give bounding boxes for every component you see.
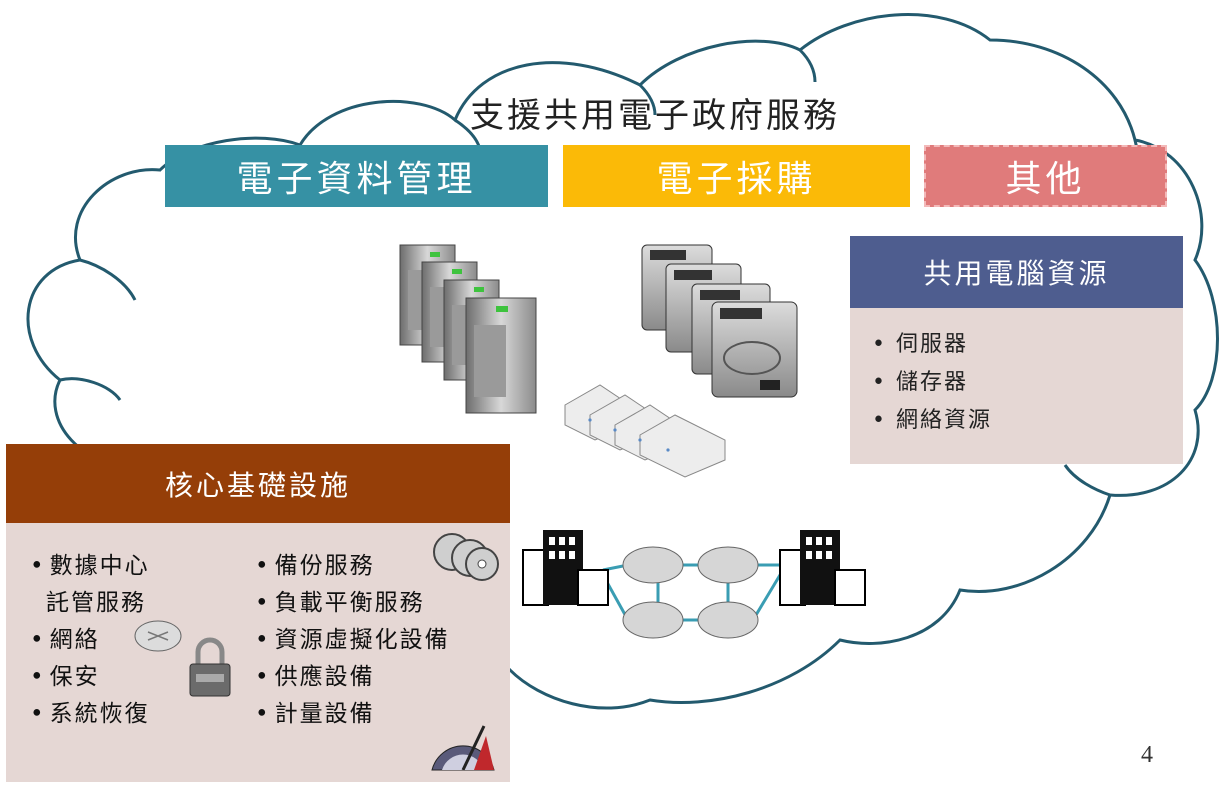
category-other: 其他: [924, 145, 1167, 207]
list-item: 保安: [30, 659, 150, 696]
core-left-list: 數據中心 託管服務 網絡 保安 系統恢復: [30, 548, 150, 733]
list-item: 備份服務: [255, 548, 450, 585]
speedometer-icon: [431, 725, 495, 771]
hard-drive-icon: [641, 244, 798, 398]
server-unit-4: [465, 297, 537, 414]
network-switch-icon: [564, 384, 726, 478]
router-unit-3: [622, 601, 684, 639]
shared-resources-list: • 伺服器 • 儲存器 • 網絡資源: [872, 326, 992, 440]
office-building-icon: [522, 530, 609, 606]
list-item: • 儲存器: [872, 370, 968, 395]
padlock-icon: [189, 637, 231, 697]
list-item: 數據中心: [30, 548, 150, 585]
router-unit-4: [697, 601, 759, 639]
list-item: 計量設備: [255, 696, 450, 733]
network-topology-diagram: [522, 530, 866, 639]
switch-unit-4: [639, 414, 726, 478]
hard-drive-unit-4: [711, 301, 798, 398]
list-item: 託管服務: [46, 590, 146, 616]
list-item: 負載平衡服務: [255, 585, 450, 622]
page-number: 4: [1141, 742, 1153, 768]
office-building-icon: [779, 530, 866, 606]
list-item: 供應設備: [255, 659, 450, 696]
server-rack-icon: [399, 244, 537, 414]
shared-resources-title: 共用電腦資源: [850, 236, 1183, 308]
list-item: 資源虛擬化設備: [255, 622, 450, 659]
disc-icon: [433, 533, 499, 581]
router-icon: [134, 620, 182, 652]
core-infrastructure-title: 核心基礎設施: [6, 444, 510, 523]
core-right-list: 備份服務 負載平衡服務 資源虛擬化設備 供應設備 計量設備: [255, 548, 450, 733]
category-electronic-data-management: 電子資料管理: [165, 145, 548, 207]
list-item: 網絡: [30, 622, 150, 659]
cloud-title: 支援共用電子政府服務: [470, 96, 840, 136]
category-electronic-procurement: 電子採購: [563, 145, 910, 207]
list-item: 系統恢復: [30, 696, 150, 733]
list-item: • 伺服器: [872, 332, 968, 357]
router-unit-1: [622, 546, 684, 584]
list-item: • 網絡資源: [872, 408, 992, 433]
router-unit-2: [697, 546, 759, 584]
